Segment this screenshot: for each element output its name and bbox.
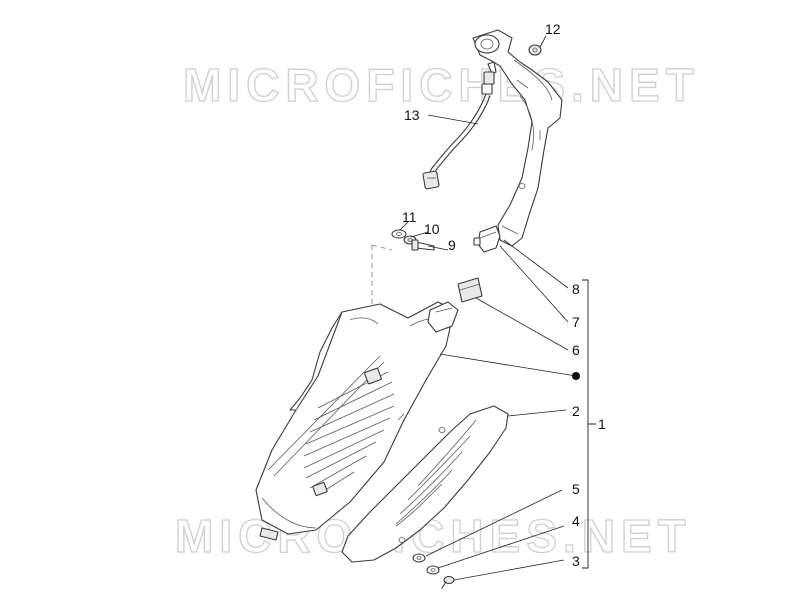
exhaust-manifold-pipe-part-8[interactable] — [472, 29, 563, 247]
bolt-part-9[interactable] — [411, 239, 435, 251]
exhaust-clamp-part-7[interactable] — [473, 225, 501, 253]
nut-part-12[interactable] — [528, 44, 542, 56]
group-bracket-part-1 — [582, 279, 596, 569]
spacer-part-5[interactable] — [412, 553, 426, 563]
callout-2: 2 — [572, 403, 580, 419]
muffler-body[interactable] — [255, 301, 459, 541]
callout-6: 6 — [572, 342, 580, 358]
callout-1: 1 — [598, 416, 606, 432]
washer-part-11[interactable] — [391, 229, 407, 239]
screw-part-3[interactable] — [441, 575, 455, 589]
lambda-sensor-part-13[interactable] — [422, 61, 497, 190]
washer-part-4[interactable] — [426, 565, 440, 575]
callout-7: 7 — [572, 314, 580, 330]
assembly-guide-line — [371, 244, 393, 251]
heat-shield-part-2[interactable] — [341, 405, 509, 563]
callout-10: 10 — [424, 221, 440, 237]
callout-9: 9 — [448, 237, 456, 253]
callout-3: 3 — [572, 553, 580, 569]
assembly-marker-dot — [572, 372, 580, 380]
callout-4: 4 — [572, 513, 580, 529]
callout-13: 13 — [404, 107, 420, 123]
callout-5: 5 — [572, 481, 580, 497]
gasket-part-6[interactable] — [457, 277, 483, 303]
callout-11: 11 — [402, 209, 417, 225]
callout-12: 12 — [545, 21, 561, 37]
leader-lines — [399, 35, 577, 581]
callout-8: 8 — [572, 281, 580, 297]
watermark-top: MICROFICHES.NET — [183, 59, 700, 111]
